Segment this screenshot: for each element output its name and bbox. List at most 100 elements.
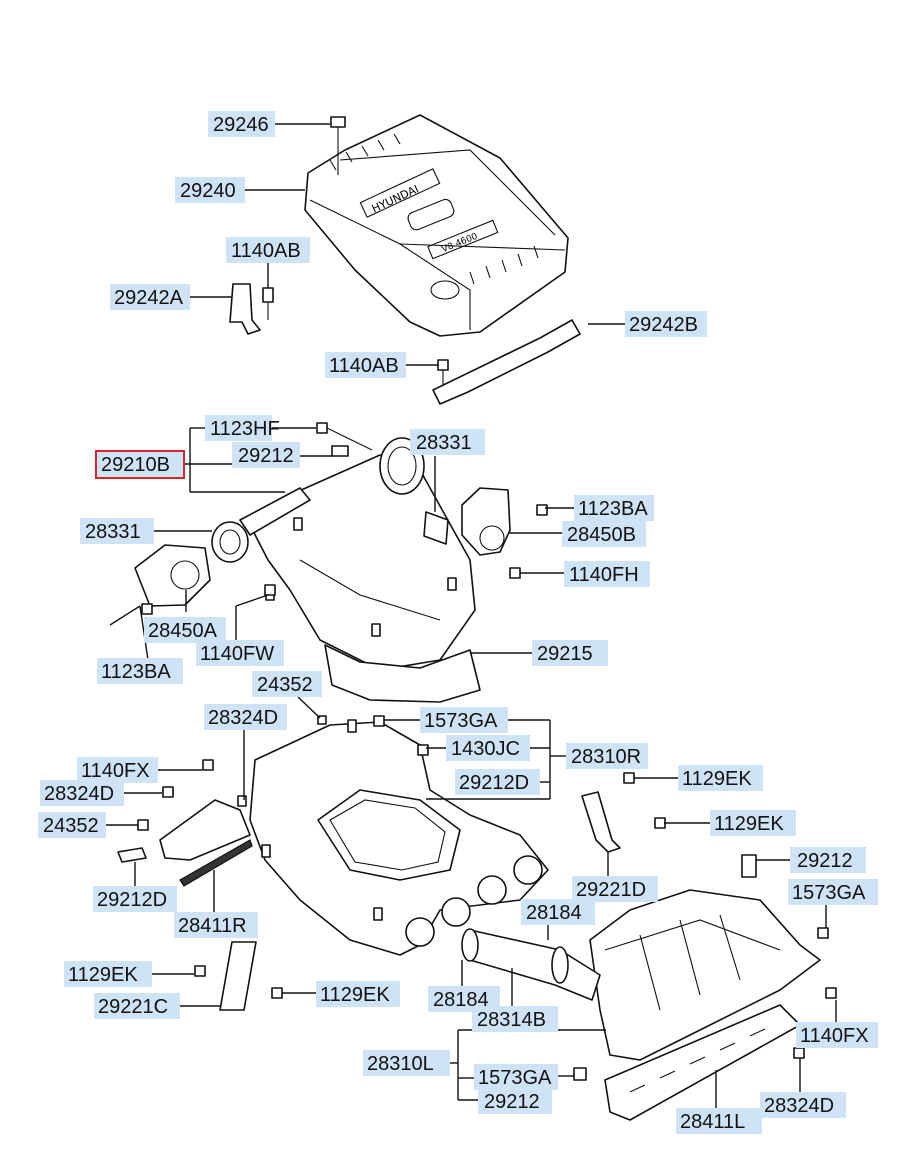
callout-28324d-upper[interactable]: 28324D bbox=[204, 704, 287, 730]
callout-1140ab-mid[interactable]: 1140AB bbox=[325, 352, 406, 378]
callout-text: 29210B bbox=[101, 454, 170, 476]
callout-text: 28331 bbox=[416, 432, 472, 454]
callout-29215[interactable]: 29215 bbox=[532, 640, 608, 666]
callout-text: 1129EK bbox=[68, 964, 138, 986]
callout-29212-upper[interactable]: 29212 bbox=[232, 442, 300, 468]
callout-text: 1140FX bbox=[81, 760, 150, 782]
callout-29212d-upper[interactable]: 29212D bbox=[455, 769, 540, 795]
callout-1129ek-mid[interactable]: 1129EK bbox=[316, 981, 400, 1007]
callout-text: 1430JC bbox=[451, 738, 520, 760]
bracket-29221c bbox=[194, 941, 283, 1011]
callout-text: 29242A bbox=[114, 287, 184, 309]
callout-29246[interactable]: 29246 bbox=[208, 111, 275, 137]
callout-1140fh[interactable]: 1140FH bbox=[564, 561, 650, 587]
right-intake-drawing bbox=[573, 854, 837, 1121]
callout-text: 29212 bbox=[797, 850, 853, 872]
callout-text: 28310L bbox=[367, 1053, 434, 1075]
callout-text: 1140AB bbox=[231, 240, 301, 262]
callout-text: 28450A bbox=[148, 620, 218, 642]
callout-29240[interactable]: 29240 bbox=[175, 177, 245, 203]
callout-text: 28184 bbox=[433, 989, 489, 1011]
callout-28324d-lower[interactable]: 28324D bbox=[760, 1092, 846, 1118]
gasket-28331-left bbox=[211, 521, 249, 563]
callout-1140fw[interactable]: 1140FW bbox=[196, 640, 284, 666]
callout-28310l[interactable]: 28310L bbox=[363, 1050, 450, 1076]
callout-28331-left[interactable]: 28331 bbox=[80, 518, 154, 544]
callout-text: 28314B bbox=[477, 1009, 546, 1031]
callout-text: 28324D bbox=[764, 1095, 834, 1117]
callout-text: 28450B bbox=[567, 524, 636, 546]
callout-1123ba-left[interactable]: 1123BA bbox=[97, 658, 183, 684]
callout-text: 28310R bbox=[571, 746, 641, 768]
callout-text: 1573GA bbox=[424, 710, 498, 732]
callout-28184-upper[interactable]: 28184 bbox=[521, 899, 595, 925]
gasket-28331-upper bbox=[423, 511, 449, 545]
callout-text: 29212D bbox=[459, 772, 529, 794]
callout-1129ek-r2[interactable]: 1129EK bbox=[710, 810, 796, 836]
callout-text: 28324D bbox=[44, 783, 114, 805]
callout-text: 1123BA bbox=[578, 498, 648, 520]
callout-1140fx-right[interactable]: 1140FX bbox=[796, 1022, 878, 1048]
throttle-28450a bbox=[134, 544, 211, 607]
callout-text: 29240 bbox=[180, 180, 236, 202]
callout-1123ba-right[interactable]: 1123BA bbox=[574, 495, 654, 521]
callout-text: 28331 bbox=[85, 521, 141, 543]
callout-29210b[interactable]: 29210B bbox=[95, 450, 185, 479]
bracket-29242a bbox=[229, 283, 274, 335]
callout-1140ab-top[interactable]: 1140AB bbox=[226, 237, 310, 263]
callout-24352-left[interactable]: 24352 bbox=[38, 812, 106, 838]
bolt-29246 bbox=[330, 116, 346, 175]
duct-28314b bbox=[461, 928, 601, 1001]
callout-text: 1573GA bbox=[478, 1067, 552, 1089]
callout-28310r[interactable]: 28310R bbox=[566, 743, 648, 769]
callout-text: 24352 bbox=[43, 815, 99, 837]
engine-cover-drawing: HYUNDAI V8 4600 bbox=[304, 114, 569, 337]
callout-text: 29212 bbox=[484, 1091, 540, 1113]
callout-1430jc[interactable]: 1430JC bbox=[446, 735, 530, 761]
callout-text: 1129EK bbox=[682, 768, 752, 790]
callout-28450a[interactable]: 28450A bbox=[144, 617, 226, 643]
callout-text: 29221D bbox=[576, 879, 646, 901]
callout-text: 1129EK bbox=[714, 813, 784, 835]
callout-text: 1129EK bbox=[320, 984, 390, 1006]
lower-intake-drawing bbox=[159, 715, 549, 956]
callout-29221d[interactable]: 29221D bbox=[572, 876, 658, 902]
callout-text: 1140FX bbox=[800, 1025, 869, 1047]
callout-text: 24352 bbox=[257, 674, 313, 696]
callout-29212-lower[interactable]: 29212 bbox=[478, 1088, 552, 1114]
throttle-28450b bbox=[461, 487, 511, 556]
callout-28324d-left[interactable]: 28324D bbox=[40, 780, 124, 806]
callout-29212-right[interactable]: 29212 bbox=[790, 847, 866, 873]
callout-text: 1123HF bbox=[210, 418, 280, 440]
callout-text: 1140AB bbox=[329, 355, 399, 377]
callout-28331-upper[interactable]: 28331 bbox=[410, 429, 485, 455]
callout-29242b[interactable]: 29242B bbox=[625, 311, 707, 337]
callout-text: 29242B bbox=[629, 314, 698, 336]
callout-1573ga-lower[interactable]: 1573GA bbox=[474, 1064, 558, 1090]
callout-24352-upper[interactable]: 24352 bbox=[252, 671, 322, 697]
callout-28450b[interactable]: 28450B bbox=[562, 521, 646, 547]
upper-intake-drawing bbox=[239, 437, 481, 703]
small-parts-left bbox=[117, 759, 247, 863]
callout-text: 28184 bbox=[526, 902, 582, 924]
callout-text: 28411R bbox=[178, 915, 247, 937]
callout-28411l[interactable]: 28411L bbox=[676, 1108, 762, 1134]
callout-28411r[interactable]: 28411R bbox=[174, 912, 258, 938]
callout-1129ek-left[interactable]: 1129EK bbox=[64, 961, 152, 987]
callout-1123hf[interactable]: 1123HF bbox=[205, 415, 280, 441]
callout-1140fx-left[interactable]: 1140FX bbox=[77, 757, 158, 783]
callout-29242a[interactable]: 29242A bbox=[110, 284, 190, 310]
callout-text: 1140FW bbox=[200, 643, 274, 665]
callout-text: 29215 bbox=[537, 643, 593, 665]
callout-text: 28324D bbox=[208, 707, 278, 729]
callout-text: 1140FH bbox=[569, 564, 639, 586]
callout-1129ek-r1[interactable]: 1129EK bbox=[678, 765, 763, 791]
callout-29221c[interactable]: 29221C bbox=[94, 993, 180, 1019]
bracket-29242b bbox=[432, 319, 581, 405]
callout-1573ga-upper[interactable]: 1573GA bbox=[420, 707, 508, 733]
callout-1573ga-right[interactable]: 1573GA bbox=[788, 879, 878, 905]
callout-28314b[interactable]: 28314B bbox=[472, 1006, 558, 1032]
callout-text: 29212 bbox=[238, 445, 294, 467]
callout-29212d-left[interactable]: 29212D bbox=[93, 886, 177, 912]
